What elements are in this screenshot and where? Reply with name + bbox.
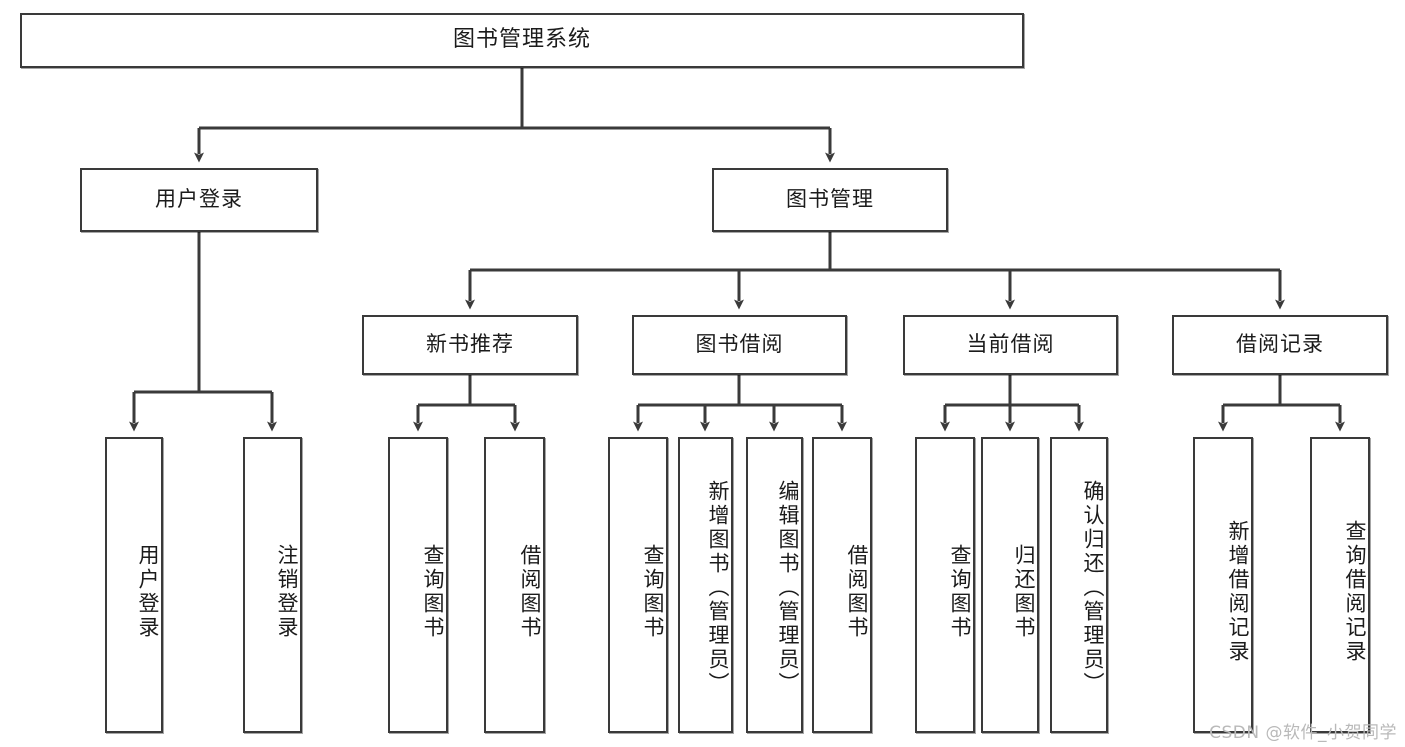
leaf-query-book-1[interactable]: 查询图书	[388, 437, 448, 733]
node-label: 编辑图书（管理员）	[776, 480, 800, 696]
leaf-borrow-book-1[interactable]: 借阅图书	[484, 437, 545, 733]
leaf-logout-login[interactable]: 注销登录	[243, 437, 302, 733]
leaf-confirm-return-admin[interactable]: 确认归还（管理员）	[1050, 437, 1108, 733]
node-label: 归还图书	[1012, 544, 1036, 640]
node-label: 借阅图书	[518, 544, 542, 640]
node-label: 新书推荐	[426, 332, 514, 357]
leaf-query-book-3[interactable]: 查询图书	[915, 437, 975, 733]
node-current-borrow[interactable]: 当前借阅	[903, 315, 1118, 375]
node-label: 借阅图书	[845, 544, 869, 640]
node-label: 查询图书	[421, 544, 445, 640]
watermark-text: CSDN @软件_小贺同学	[1209, 723, 1397, 743]
leaf-return-book[interactable]: 归还图书	[981, 437, 1039, 733]
node-label: 新增借阅记录	[1226, 520, 1250, 664]
node-borrow-record[interactable]: 借阅记录	[1172, 315, 1388, 375]
node-root-book-management-system[interactable]: 图书管理系统	[20, 13, 1024, 68]
leaf-query-book-2[interactable]: 查询图书	[608, 437, 668, 733]
node-book-management[interactable]: 图书管理	[712, 168, 948, 232]
node-label: 用户登录	[136, 544, 160, 640]
node-label: 查询借阅记录	[1343, 520, 1367, 664]
leaf-query-borrow-record[interactable]: 查询借阅记录	[1310, 437, 1370, 733]
leaf-add-book-admin[interactable]: 新增图书（管理员）	[678, 437, 733, 733]
node-label: 查询图书	[641, 544, 665, 640]
node-label: 用户登录	[155, 187, 243, 212]
leaf-borrow-book-2[interactable]: 借阅图书	[812, 437, 872, 733]
node-label: 图书管理	[786, 187, 874, 212]
node-label: 确认归还（管理员）	[1081, 480, 1105, 696]
node-new-book-recommend[interactable]: 新书推荐	[362, 315, 578, 375]
leaf-user-login[interactable]: 用户登录	[105, 437, 163, 733]
node-label: 当前借阅	[966, 332, 1055, 357]
node-label: 图书管理系统	[452, 27, 591, 53]
node-label: 查询图书	[948, 544, 972, 640]
leaf-edit-book-admin[interactable]: 编辑图书（管理员）	[746, 437, 803, 733]
node-user-login[interactable]: 用户登录	[80, 168, 318, 232]
node-label: 借阅记录	[1236, 332, 1324, 357]
node-label: 新增图书（管理员）	[706, 480, 730, 696]
node-book-borrow[interactable]: 图书借阅	[632, 315, 847, 375]
node-label: 注销登录	[275, 544, 299, 640]
node-label: 图书借阅	[695, 332, 784, 357]
leaf-add-borrow-record[interactable]: 新增借阅记录	[1193, 437, 1253, 733]
